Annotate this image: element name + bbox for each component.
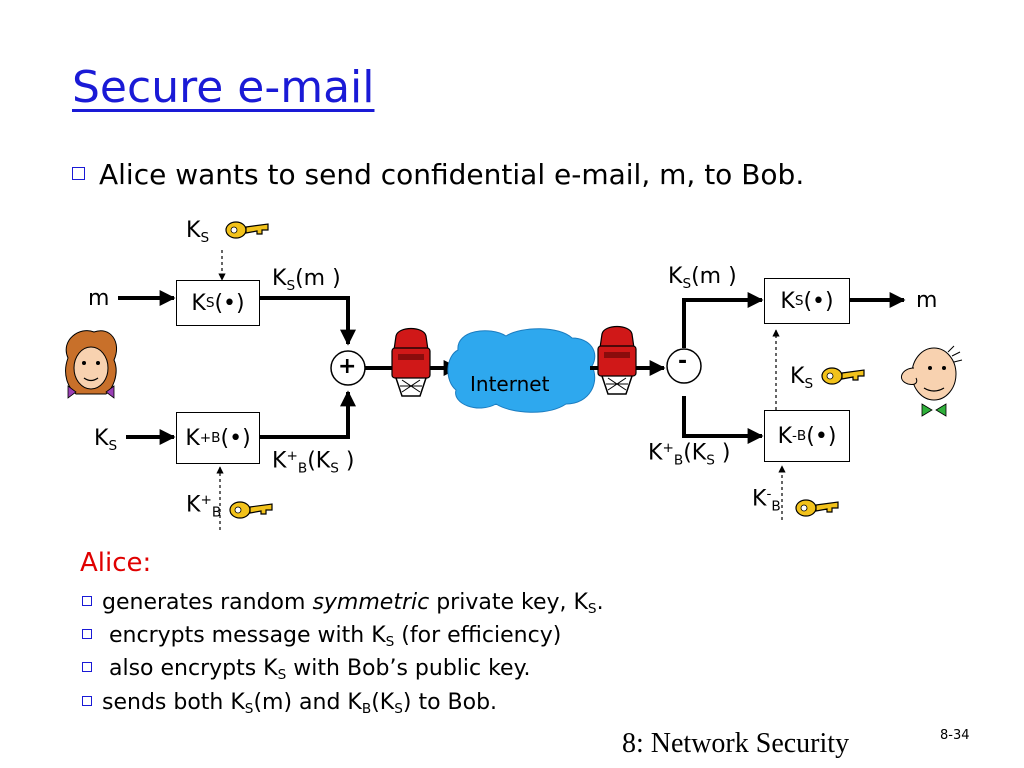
slide-title: Secure e-mail (72, 62, 375, 113)
bullet-square-icon (72, 166, 85, 180)
internet-cloud-icon (447, 328, 596, 413)
kb-private-key-label: K-B (752, 486, 781, 515)
alice-heading: Alice: (80, 548, 152, 578)
arrow-splitter-to-decrypt-ks (682, 292, 764, 348)
key-icon (225, 221, 269, 239)
bullet-square-icon (82, 662, 92, 672)
ks-recovered-label: KS (790, 364, 814, 392)
kb-public-key-label: K+B (186, 492, 222, 521)
ks-input-label: KS (94, 426, 118, 454)
message-label-left: m (88, 286, 110, 311)
bob-avatar-icon (900, 345, 963, 417)
splitter-circle (666, 348, 702, 384)
decrypt-kb-private-box: K-B(•) (764, 410, 850, 462)
slide-number: 8-34 (940, 728, 970, 743)
key-icon (821, 367, 865, 385)
internet-label: Internet (470, 372, 550, 396)
ks-of-m-label-right: KS(m ) (668, 264, 737, 292)
key-icon (795, 499, 839, 517)
intro-text: Alice wants to send confidential e-mail,… (99, 158, 805, 191)
bullet-square-icon (82, 629, 92, 639)
alice-bullet-4: sends both KS(m) and KB(KS) to Bob. (82, 690, 497, 717)
footer-course-label: 8: Network Security (622, 728, 850, 759)
kb-of-ks-label-left: K+B(KS ) (272, 448, 355, 477)
encrypt-kb-public-box: K+B(•) (176, 412, 260, 464)
combiner-symbol: + (338, 354, 357, 379)
alice-bullet-3: also encrypts KS with Bob’s public key. (82, 656, 530, 683)
splitter-symbol: - (678, 349, 688, 374)
bullet-square-icon (82, 596, 92, 606)
mailbox-icon (391, 327, 431, 397)
mailbox-icon (597, 325, 637, 395)
message-label-right: m (916, 288, 938, 313)
arrow-kbks-to-combiner (260, 390, 356, 439)
ks-of-m-label-left: KS(m ) (272, 266, 341, 294)
ks-key-label: KS (186, 218, 210, 246)
arrow-ksm-to-combiner (260, 296, 356, 346)
key-icon (229, 501, 273, 519)
arrow-splitter-to-decrypt-kb (682, 396, 764, 444)
alice-avatar-icon (65, 330, 117, 399)
bullet-square-icon (82, 696, 92, 706)
alice-bullet-2: encrypts message with KS (for efficiency… (82, 623, 561, 650)
intro-bullet: Alice wants to send confidential e-mail,… (72, 158, 804, 191)
alice-bullet-1: generates random symmetric private key, … (82, 590, 604, 617)
kb-of-ks-label-right: K+B(KS ) (648, 440, 731, 469)
